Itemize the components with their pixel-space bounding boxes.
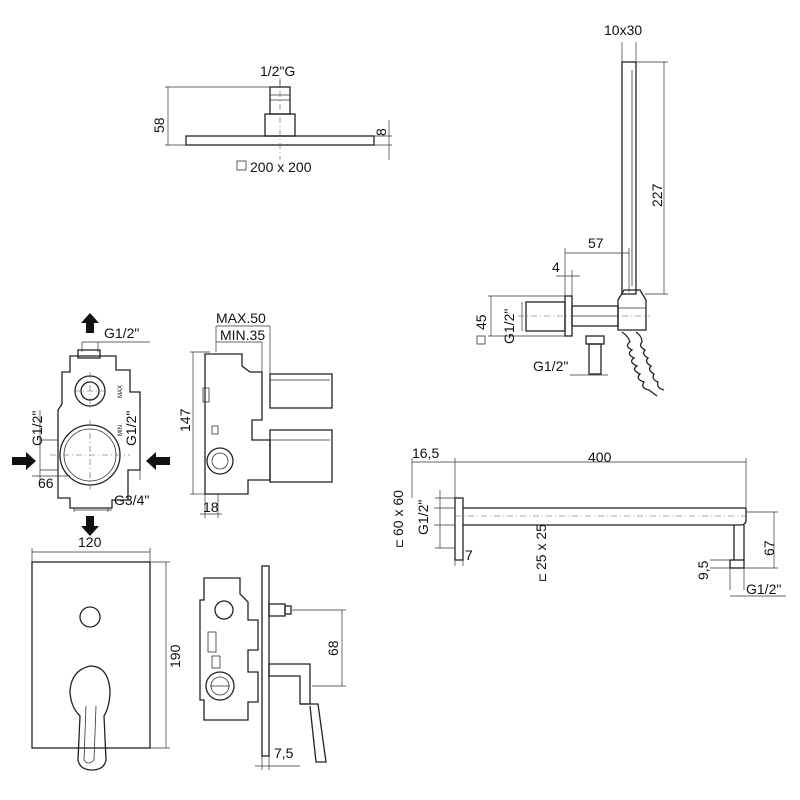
profile-plate-label: 7,5 <box>274 745 294 761</box>
hand-plate-depth-label: 4 <box>552 259 560 275</box>
hand-length-label: 227 <box>649 183 665 207</box>
mixer-top-port-label: G1/2" <box>104 325 139 341</box>
hand-section-label: 10x30 <box>604 22 642 38</box>
shower-arm-view: 16,5 400 ⊏ 60 x 60 G1/2" 7 ⊏ 25 x 25 67 <box>390 445 786 597</box>
max-depth-label: MAX.50 <box>216 310 266 326</box>
arm-outlet-thread-label: G1/2" <box>746 581 781 597</box>
mixer-side-view: MAX.50 MIN.35 147 18 <box>177 310 333 518</box>
hand-projection-label: 57 <box>588 235 604 251</box>
valve-body <box>57 355 141 509</box>
head-height-label: 58 <box>151 117 167 133</box>
rect-symbol-icon: ⊏ <box>537 573 549 582</box>
arrow-left-icon <box>146 452 170 470</box>
arm-length-label: 400 <box>588 449 612 465</box>
side-body <box>204 353 271 495</box>
profile-body <box>199 577 259 721</box>
min-label: MIN <box>118 425 124 436</box>
arrow-up-icon <box>81 313 99 333</box>
head-thread-label: 1/2"G <box>260 63 295 79</box>
hose <box>621 331 658 397</box>
wall-plate <box>261 565 270 757</box>
mixer-body-view: G1/2" MAX MIN G1/2" G1/2" 66 G3/4" <box>12 313 170 536</box>
arrow-down-icon <box>81 516 99 536</box>
arm-rosette-label: 60 x 60 <box>390 490 406 536</box>
faceplate-height-label: 190 <box>167 644 183 668</box>
arm-drop-label: 67 <box>761 540 777 556</box>
min-depth-label: MIN.35 <box>220 327 265 343</box>
diverter-knob <box>79 606 101 628</box>
arm-section-label: 25 x 25 <box>533 524 549 570</box>
hand-shower-view: 10x30 227 57 4 <box>473 22 668 397</box>
mixer-profile-view: 68 7,5 <box>199 565 346 770</box>
arm-thread-label: G1/2" <box>415 500 431 535</box>
hand-inlet-thread-label: G1/2" <box>533 358 568 374</box>
head-size-label: 200 x 200 <box>250 159 312 175</box>
head-thickness-label: 8 <box>373 128 389 136</box>
square-symbol-icon <box>236 160 247 171</box>
arrow-right-icon <box>12 452 36 470</box>
side-height-label: 147 <box>177 408 193 432</box>
hand-shower-handle <box>621 61 637 295</box>
side-wall-label: 18 <box>203 499 219 515</box>
hand-outlet-thread-label: G1/2" <box>501 309 517 344</box>
faceplate <box>31 561 151 749</box>
arm-plate-label: 7 <box>465 547 473 563</box>
mixer-right-port-label: G1/2" <box>123 411 139 446</box>
faceplate-view: 120 190 <box>31 534 183 771</box>
faceplate-width-label: 120 <box>78 534 102 550</box>
profile-height-label: 68 <box>325 640 341 656</box>
mixer-left-port-label: G1/2" <box>29 411 45 446</box>
arm-rosette <box>454 497 464 561</box>
arm-flange-label: 16,5 <box>412 445 439 461</box>
max-label: MAX <box>118 385 124 398</box>
mixer-bottom-port-label: G3/4" <box>114 492 149 508</box>
head-shower-view: 1/2"G 58 8 200 x 200 <box>151 63 392 175</box>
mixer-lever <box>69 665 111 771</box>
square-symbol-icon <box>476 335 486 345</box>
arm-offset-label: 9,5 <box>695 560 711 580</box>
rect-symbol-icon: ⊏ <box>394 539 406 548</box>
mixer-offset-label: 66 <box>38 475 54 491</box>
hand-plate-label: 45 <box>473 314 489 330</box>
